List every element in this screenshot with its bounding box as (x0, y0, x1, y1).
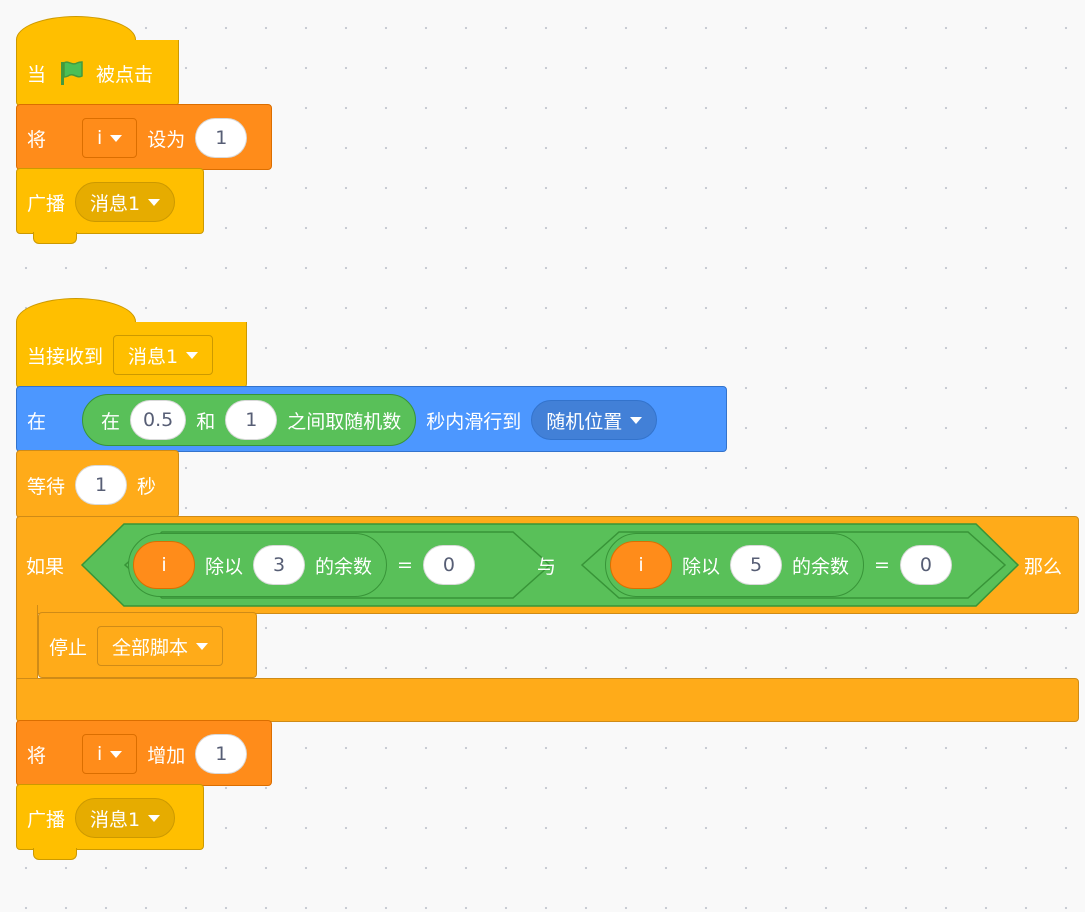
green-flag-icon[interactable] (56, 58, 86, 88)
stop-label: 停止 (49, 636, 88, 659)
change-variable-block[interactable]: 将 i 增加 1 (16, 720, 272, 786)
caret-down-icon (148, 198, 161, 206)
broadcast-block[interactable]: 广播 消息1 (16, 784, 204, 850)
if-then-left-arm (16, 605, 38, 690)
compare-input[interactable]: 0 (899, 545, 952, 585)
mod-label: 除以 (682, 555, 721, 578)
caret-down-icon (186, 351, 199, 359)
variable-dropdown[interactable]: i (82, 734, 138, 774)
variable-name: i (97, 743, 103, 765)
wait-unit: 秒 (137, 475, 157, 498)
glide-middle-label: 秒内滑行到 (426, 410, 522, 433)
message-name: 消息1 (90, 192, 141, 215)
divisor-input[interactable]: 3 (253, 545, 306, 585)
set-label: 将 (27, 128, 47, 151)
and-label: 与 (537, 555, 557, 578)
wait-label: 等待 (27, 475, 66, 498)
mod-operator-block[interactable]: i 除以 5 的余数 (605, 533, 865, 597)
random-suffix: 之间取随机数 (287, 410, 402, 433)
message-dropdown[interactable]: 消息1 (75, 182, 176, 222)
message-name: 消息1 (128, 345, 179, 368)
set-variable-block[interactable]: 将 i 设为 1 (16, 104, 272, 170)
change-action-label: 增加 (147, 744, 186, 767)
variable-name: i (97, 127, 103, 149)
when-receive-block[interactable]: 当接收到 消息1 (16, 322, 247, 388)
message-dropdown[interactable]: 消息1 (113, 335, 214, 375)
glide-target-dropdown[interactable]: 随机位置 (531, 400, 658, 440)
caret-down-icon (148, 814, 161, 822)
message-name: 消息1 (90, 808, 141, 831)
pick-random-block[interactable]: 在 0.5 和 1 之间取随机数 (82, 394, 417, 446)
glide-target: 随机位置 (546, 410, 623, 433)
variable-reporter[interactable]: i (133, 541, 195, 589)
compare-input[interactable]: 0 (422, 545, 475, 585)
value-input[interactable]: 1 (195, 734, 248, 774)
set-action-label: 设为 (147, 128, 186, 151)
wait-seconds-input[interactable]: 1 (75, 465, 128, 505)
when-receive-label: 当接收到 (27, 345, 104, 368)
hat-cap (16, 298, 136, 324)
mod-operator-block[interactable]: i 除以 3 的余数 (128, 533, 388, 597)
random-and-label: 和 (196, 410, 216, 433)
mod-label: 除以 (205, 555, 244, 578)
caret-down-icon (196, 642, 209, 650)
value-input[interactable]: 1 (195, 118, 248, 158)
when-flag-suffix: 被点击 (96, 63, 154, 86)
random-prefix: 在 (101, 410, 121, 433)
remainder-label: 的余数 (792, 555, 850, 578)
divisor-input[interactable]: 5 (730, 545, 783, 585)
glide-prefix: 在 (27, 410, 47, 433)
caret-down-icon (110, 134, 123, 142)
message-dropdown[interactable]: 消息1 (75, 798, 176, 838)
variable-dropdown[interactable]: i (82, 118, 138, 158)
when-flag-clicked-block[interactable]: 当 被点击 (16, 40, 179, 106)
random-from-input[interactable]: 0.5 (130, 400, 187, 440)
equals-sign: = (874, 554, 890, 576)
if-label: 如果 (26, 555, 65, 578)
hat-cap (16, 16, 136, 42)
remainder-label: 的余数 (315, 555, 373, 578)
change-label: 将 (27, 744, 47, 767)
caret-down-icon (630, 416, 643, 424)
stop-option-dropdown[interactable]: 全部脚本 (97, 626, 224, 666)
stop-option: 全部脚本 (112, 636, 189, 659)
block-bottom-notch (33, 848, 77, 860)
random-to-input[interactable]: 1 (225, 400, 278, 440)
if-then-bottom-arm (16, 678, 1079, 722)
stop-block[interactable]: 停止 全部脚本 (38, 612, 257, 678)
when-flag-prefix: 当 (27, 63, 47, 86)
broadcast-block[interactable]: 广播 消息1 (16, 168, 204, 234)
glide-to-block[interactable]: 在 在 0.5 和 1 之间取随机数 秒内滑行到 随机位置 (16, 386, 727, 452)
then-label: 那么 (1024, 555, 1063, 578)
variable-reporter[interactable]: i (610, 541, 672, 589)
block-bottom-notch (33, 232, 77, 244)
broadcast-label: 广播 (27, 808, 66, 831)
broadcast-label: 广播 (27, 192, 66, 215)
equals-sign: = (397, 554, 413, 576)
caret-down-icon (110, 750, 123, 758)
wait-block[interactable]: 等待 1 秒 (16, 450, 179, 518)
